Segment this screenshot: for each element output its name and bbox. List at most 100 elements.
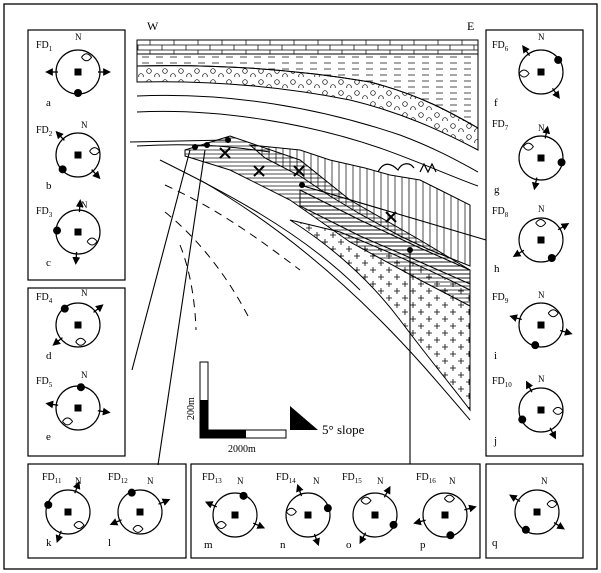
pole-square bbox=[371, 511, 379, 519]
pole-square bbox=[537, 406, 545, 414]
density-contour bbox=[75, 337, 87, 346]
pole-dot bbox=[521, 525, 530, 534]
stereonet-k: N FD11 k bbox=[42, 472, 91, 549]
granite-body bbox=[289, 219, 471, 412]
limestone-layer bbox=[136, 39, 479, 55]
north-label: N bbox=[81, 120, 88, 130]
pole-square bbox=[533, 508, 541, 516]
panel-letter: e bbox=[46, 431, 51, 443]
north-label: N bbox=[449, 476, 456, 486]
panel-letter: i bbox=[494, 350, 497, 362]
pole-square bbox=[136, 508, 144, 516]
density-contour bbox=[62, 417, 74, 426]
north-label: N bbox=[538, 32, 545, 42]
density-contour bbox=[443, 494, 456, 503]
strata-line bbox=[136, 94, 479, 173]
panel-letter: a bbox=[46, 97, 51, 109]
panel-letter: m bbox=[204, 539, 213, 551]
north-label: N bbox=[81, 200, 88, 210]
fd-label: FD7 bbox=[492, 119, 509, 132]
dashed-line bbox=[164, 211, 251, 321]
panel-letter: l bbox=[108, 537, 111, 549]
density-contour bbox=[73, 521, 85, 530]
stereonet-m: N FD13 m bbox=[202, 472, 266, 551]
pole-square bbox=[74, 151, 82, 159]
north-label: N bbox=[377, 476, 384, 486]
stereonet-h: N FD8 h bbox=[492, 204, 570, 275]
panel-frame-k-l bbox=[27, 463, 187, 559]
slope-label: 5° slope bbox=[322, 422, 365, 437]
stereonet-group: NFD1aNFD2bNFD3cNFD4dNFD5eNFD6fNFD7gNFD8h… bbox=[36, 32, 573, 551]
density-contour bbox=[132, 524, 144, 533]
fold-symbol bbox=[377, 163, 415, 173]
scale-bar: 200m 2000m 5° slope bbox=[186, 361, 365, 455]
fd-label: FD11 bbox=[42, 472, 62, 485]
pole-dot bbox=[323, 504, 332, 513]
strata-line bbox=[159, 159, 361, 291]
panel-frame-q bbox=[485, 463, 584, 559]
pole-square bbox=[74, 228, 82, 236]
density-contour bbox=[535, 219, 547, 227]
pole-dot bbox=[53, 226, 62, 235]
density-contour bbox=[86, 237, 98, 246]
strata-line bbox=[136, 110, 479, 187]
panel-letter: c bbox=[46, 257, 51, 269]
pole-square bbox=[537, 236, 545, 244]
density-contour bbox=[360, 496, 372, 505]
panel-letter: q bbox=[492, 537, 498, 549]
pole-square bbox=[64, 508, 72, 516]
panel-frame-a-c bbox=[27, 29, 126, 281]
density-contour bbox=[89, 147, 101, 156]
panel-letter: b bbox=[46, 180, 52, 192]
north-label: N bbox=[237, 476, 244, 486]
fd-label: FD3 bbox=[36, 206, 53, 219]
density-contour bbox=[552, 406, 564, 415]
pole-square bbox=[537, 154, 545, 162]
density-contour bbox=[285, 507, 297, 516]
fd-label: FD1 bbox=[36, 40, 53, 53]
fd-label: FD4 bbox=[36, 292, 53, 305]
panel-letter: k bbox=[46, 537, 52, 549]
north-label: N bbox=[75, 476, 82, 486]
pole-dot bbox=[127, 488, 136, 497]
panel-letter: n bbox=[280, 539, 286, 551]
density-contour bbox=[518, 69, 530, 78]
pole-dot bbox=[58, 165, 67, 174]
west-label: W bbox=[147, 19, 159, 33]
panel-letter: h bbox=[494, 263, 500, 275]
fd-label: FD2 bbox=[36, 125, 53, 138]
fd-label: FD9 bbox=[492, 292, 509, 305]
north-label: N bbox=[541, 476, 548, 486]
hatched-band bbox=[299, 189, 471, 285]
cross-section bbox=[129, 39, 487, 466]
panel-letter: o bbox=[346, 539, 352, 551]
fd-label: FD13 bbox=[202, 472, 222, 485]
panel-letter: f bbox=[494, 97, 498, 109]
panel-frame-d-e bbox=[27, 287, 126, 457]
strata-line bbox=[199, 179, 471, 421]
north-label: N bbox=[538, 290, 545, 300]
pole-dot bbox=[389, 520, 398, 529]
pole-dot bbox=[60, 304, 69, 313]
stereonet-i: N FD9 i bbox=[492, 290, 573, 362]
north-label: N bbox=[538, 123, 545, 133]
north-label: N bbox=[538, 204, 545, 214]
pole-dot bbox=[531, 341, 540, 350]
pole-dot bbox=[557, 158, 566, 167]
dashed-line bbox=[164, 184, 301, 271]
north-label: N bbox=[538, 374, 545, 384]
pole-square bbox=[74, 404, 82, 412]
fd-label: FD10 bbox=[492, 376, 512, 389]
horizontal-scale-label: 2000m bbox=[228, 444, 256, 455]
north-label: N bbox=[313, 476, 320, 486]
pole-square bbox=[74, 321, 82, 329]
stereonet-b: N FD2 b bbox=[36, 120, 101, 192]
fold-symbol bbox=[419, 162, 437, 174]
fd-label: FD16 bbox=[416, 472, 436, 485]
fd-label: FD8 bbox=[492, 206, 509, 219]
density-contour bbox=[522, 142, 534, 151]
